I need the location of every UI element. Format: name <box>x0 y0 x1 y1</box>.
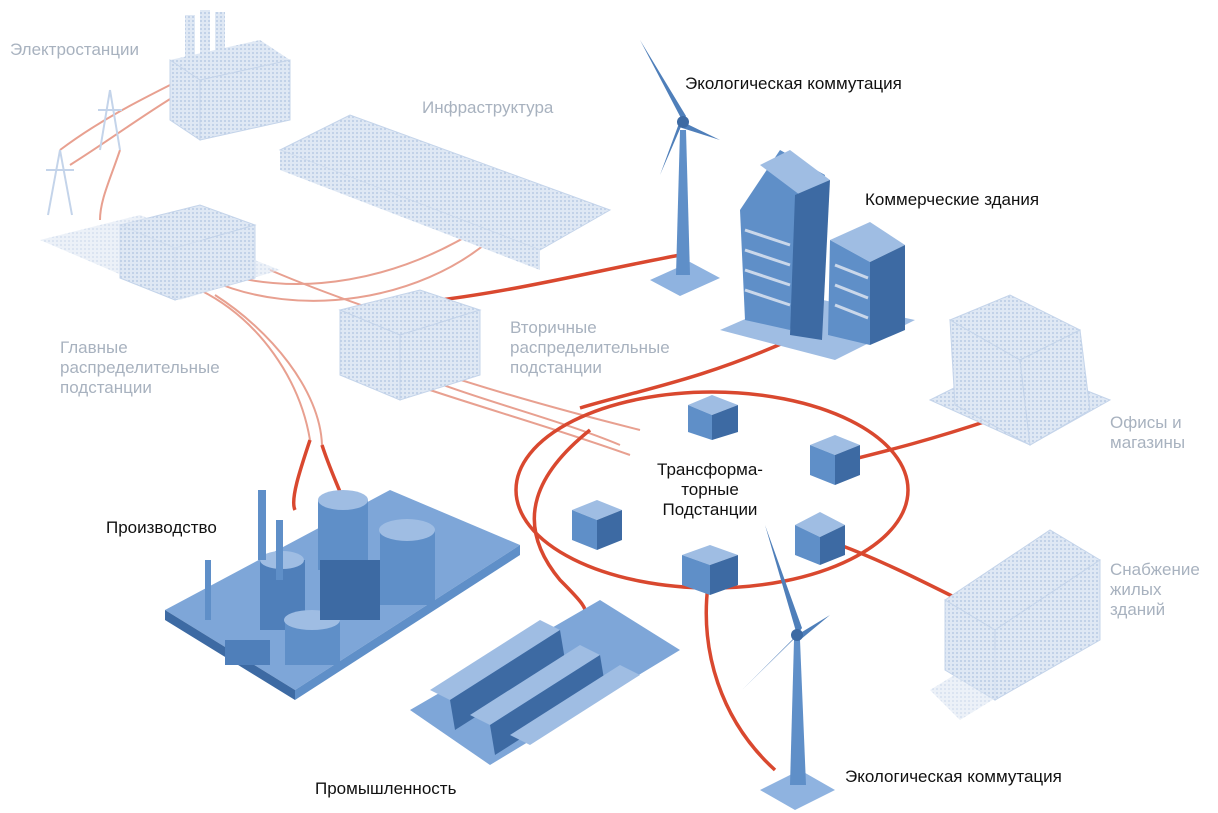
label-residential: Снабжение жилых зданий <box>1110 560 1200 619</box>
wind-turbine-icon <box>742 525 835 810</box>
transformer-box-icon <box>572 500 622 550</box>
office-tower-icon <box>720 150 915 360</box>
pylon-icon <box>46 89 122 216</box>
label-secondary-substations: Вторичные распределительные подстанции <box>510 318 670 377</box>
label-main-substations: Главные распределительные подстанции <box>60 338 220 397</box>
transformer-box-icon <box>795 512 845 565</box>
power-plant-icon <box>169 10 291 141</box>
label-power-plants: Электростанции <box>10 40 140 59</box>
shop-building-icon <box>928 294 1112 446</box>
label-production: Производство <box>106 518 217 537</box>
label-transformer: Трансформа- торные Подстанции <box>657 460 763 519</box>
main-substation-icon <box>40 204 280 301</box>
infrastructure-icon <box>278 114 612 270</box>
label-commercial: Коммерческие здания <box>865 190 1040 209</box>
transformer-box-icon <box>688 395 738 440</box>
transformer-box-icon <box>682 545 738 595</box>
label-industry: Промышленность <box>315 779 457 798</box>
factory-icon <box>165 490 520 700</box>
label-eco-bottom: Экологическая коммутация <box>845 767 1062 786</box>
label-eco-top: Экологическая коммутация <box>685 74 902 93</box>
label-offices: Офисы и магазины <box>1110 413 1186 452</box>
label-infrastructure: Инфраструктура <box>422 98 554 117</box>
transformer-boxes <box>572 395 860 595</box>
secondary-substation-icon <box>338 289 482 401</box>
wind-turbine-icon <box>640 40 720 296</box>
industrial-hall-icon <box>410 600 680 765</box>
house-icon <box>930 529 1101 720</box>
power-cables <box>291 253 991 772</box>
transformer-box-icon <box>810 435 860 485</box>
